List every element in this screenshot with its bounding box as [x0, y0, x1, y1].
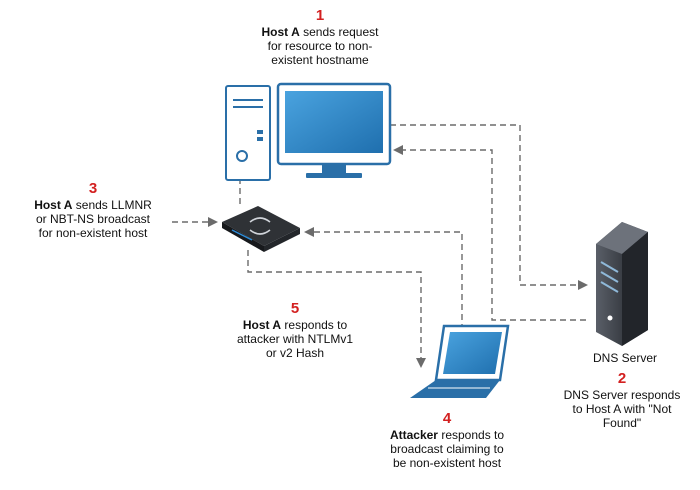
desktop-computer-icon — [225, 82, 392, 181]
connector-request-to-dns — [390, 124, 588, 290]
step-number: 5 — [290, 300, 300, 317]
step-1-label: 1 Host A sends request for resource to n… — [240, 7, 400, 67]
step-2-label: 2 DNS Server responds to Host A with "No… — [548, 370, 696, 430]
step-5-label: 5 Host A responds to attacker with NTLMv… — [220, 300, 370, 360]
step-text-line: or v2 Hash — [265, 346, 325, 360]
network-switch-icon — [222, 206, 300, 252]
step-text-line: or NBT-NS broadcast — [35, 212, 151, 226]
step-actor: Host A — [242, 318, 282, 332]
connector-dns-not-found — [393, 145, 586, 321]
step-number: 1 — [315, 7, 325, 24]
step-actor: Attacker — [389, 428, 438, 442]
step-4-label: 4 Attacker responds to broadcast claimin… — [362, 410, 532, 470]
step-text-line: responds to — [441, 428, 505, 442]
step-text-line: existent hostname — [271, 53, 369, 67]
dns-server-icon — [596, 222, 648, 346]
step-text-line: broadcast claiming to — [390, 442, 504, 456]
step-text-line: for non-existent host — [38, 226, 148, 240]
attacker-laptop-icon — [410, 324, 510, 398]
step-text-line: Found" — [602, 416, 642, 430]
connector-switch-to-attacker — [247, 250, 426, 368]
step-text-line: sends LLMNR — [75, 198, 152, 212]
step-actor: Host A — [34, 198, 73, 212]
step-text-line: for resource to non- — [267, 39, 373, 53]
dns-server-label: DNS Server — [593, 351, 658, 365]
step-text-line: to Host A with "Not — [572, 402, 672, 416]
step-text-line: sends request — [303, 25, 379, 39]
step-actor: Host A — [261, 25, 300, 39]
step-3-label: 3 Host A sends LLMNR or NBT-NS broadcast… — [14, 180, 172, 240]
step-number: 3 — [88, 180, 98, 197]
step-number: 2 — [617, 370, 627, 387]
step-text-line: be non-existent host — [392, 456, 502, 470]
connector-attacker-to-switch — [304, 227, 463, 330]
connectors — [172, 124, 588, 368]
step-text-line: attacker with NTLMv1 — [236, 332, 354, 346]
step-text-line: DNS Server responds — [563, 388, 681, 402]
step-text-line: responds to — [284, 318, 348, 332]
step-number: 4 — [442, 410, 452, 427]
